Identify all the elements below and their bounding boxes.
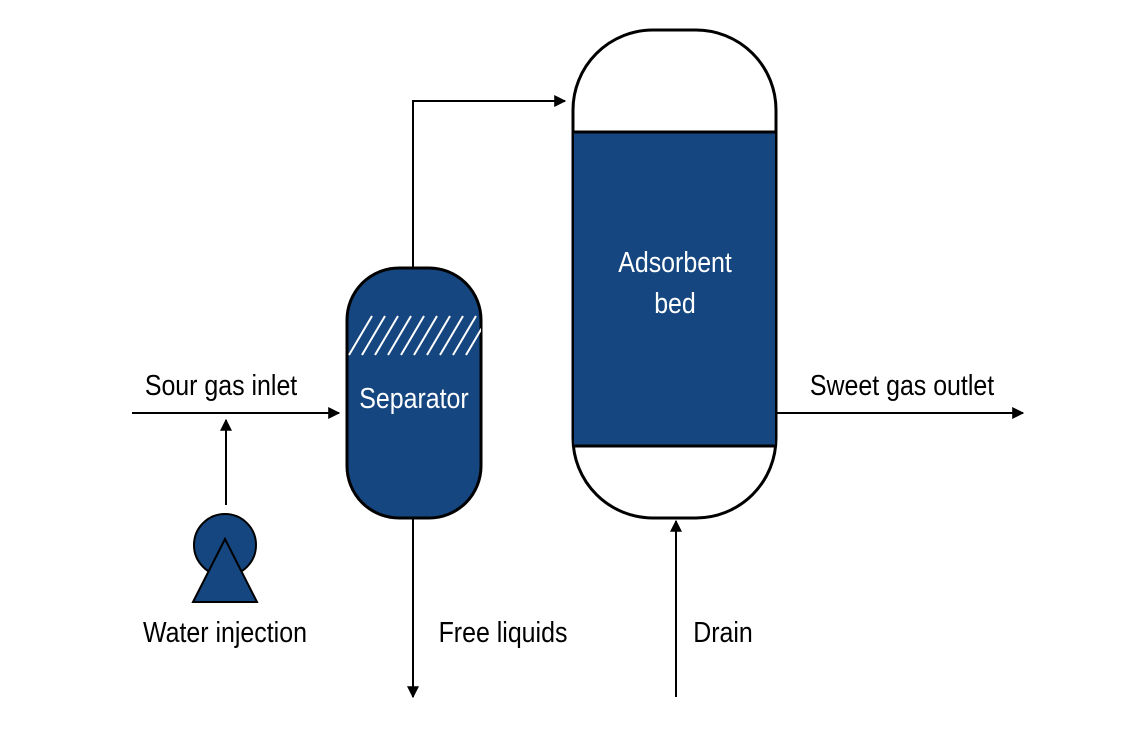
sour-gas-inlet-label: Sour gas inlet: [145, 369, 298, 401]
separator-vessel: Separator: [345, 266, 483, 520]
free-liquids-label: Free liquids: [439, 616, 568, 648]
separator-body: [345, 266, 483, 520]
drain-label: Drain: [693, 616, 753, 648]
demister-pad-icon: [348, 315, 481, 356]
separator-label: Separator: [359, 382, 468, 414]
adsorbent-bed-label-line2: bed: [654, 287, 696, 319]
adsorbent-bed: [574, 132, 775, 446]
pump-icon: [191, 513, 259, 603]
adsorber-vessel: Adsorbent bed: [571, 28, 778, 520]
water-injection-label: Water injection: [143, 616, 307, 648]
separator-overhead-line: [412, 95, 567, 268]
sweet-gas-outlet-label: Sweet gas outlet: [810, 369, 995, 401]
pump-base: [191, 536, 259, 603]
adsorbent-bed-label-line1: Adsorbent: [618, 246, 732, 278]
